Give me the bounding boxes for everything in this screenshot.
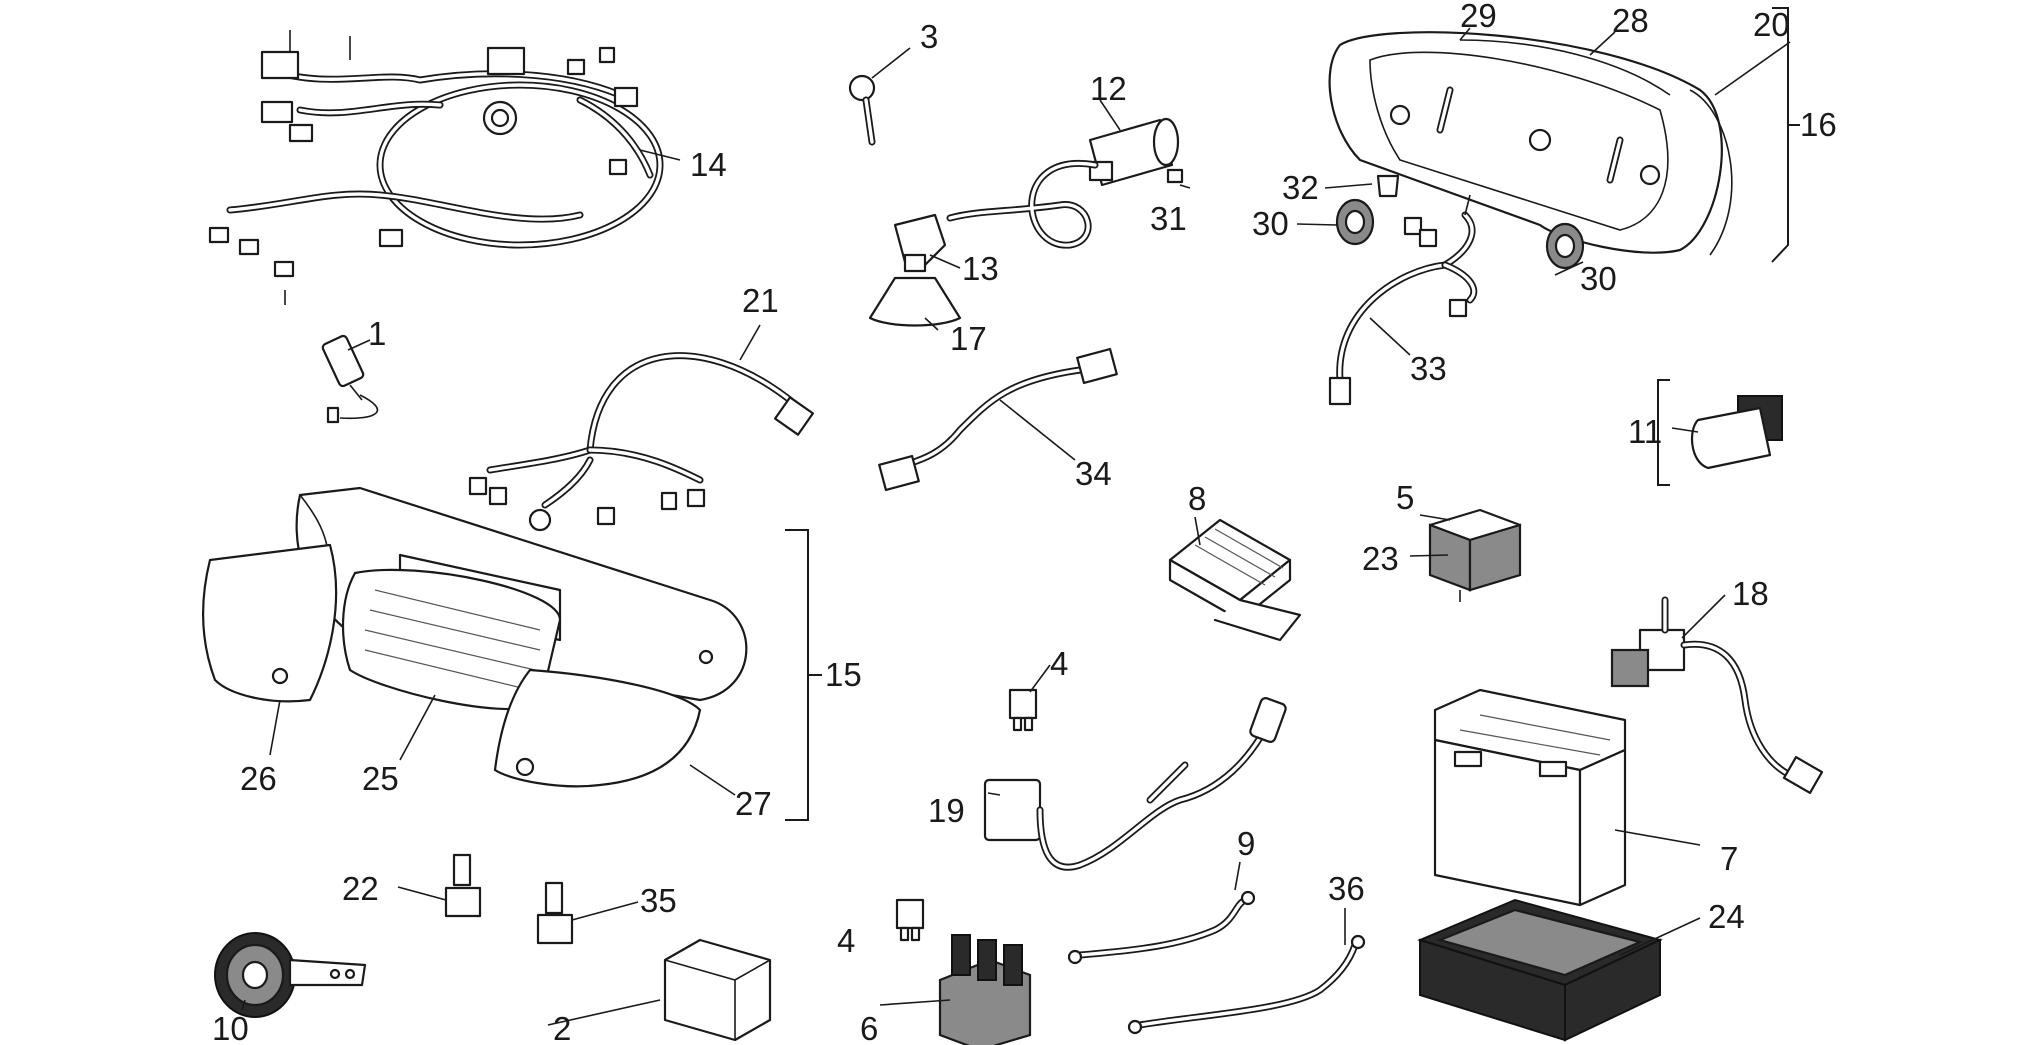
callout-25: 25 [362, 760, 399, 797]
callout-10: 10 [212, 1010, 249, 1045]
callout-15: 15 [825, 656, 862, 693]
callout-33: 33 [1410, 350, 1447, 387]
callout-27: 27 [735, 785, 772, 822]
part-12-ignition-coil [946, 117, 1184, 249]
callout-34: 34 [1075, 455, 1112, 492]
part-36-cable [1127, 934, 1366, 1035]
part-15-headlight-assembly [201, 486, 748, 788]
callout-6: 6 [860, 1010, 878, 1045]
bracket-16 [1771, 7, 1800, 263]
part-4-fuse-upper [1008, 688, 1038, 732]
callout-22: 22 [342, 870, 379, 907]
callout-4-lower: 4 [837, 922, 855, 959]
part-14-main-wiring-harness [208, 30, 664, 305]
callout-31: 31 [1150, 200, 1187, 237]
part-23-relay-holder [1428, 523, 1522, 602]
leader-lines [241, 27, 1791, 1026]
callout-28: 28 [1612, 2, 1649, 39]
part-9-cable [1067, 890, 1256, 965]
part-22-flasher-relay [444, 853, 482, 918]
callout-18: 18 [1732, 575, 1769, 612]
callout-5: 5 [1396, 479, 1414, 516]
callout-8: 8 [1188, 480, 1206, 517]
part-16-taillight-assembly [1328, 31, 1733, 256]
callout-17: 17 [950, 320, 987, 357]
callout-1: 1 [368, 315, 386, 352]
part-30-bulb-socket-left [1335, 198, 1375, 246]
part-24-battery-tray [1417, 898, 1663, 1042]
part-11-switch [1691, 395, 1783, 470]
part-3-eye-bolt [848, 74, 876, 146]
callout-7: 7 [1720, 840, 1738, 877]
callout-19: 19 [928, 792, 965, 829]
part-4-fuse-lower [895, 898, 925, 942]
callout-4-upper: 4 [1050, 645, 1068, 682]
part-35-relay [536, 881, 574, 945]
callout-13: 13 [962, 250, 999, 287]
callout-35: 35 [640, 882, 677, 919]
part-30-bulb-socket-right [1545, 222, 1585, 270]
callout-16: 16 [1800, 106, 1837, 143]
callout-23: 23 [1362, 540, 1399, 577]
callout-24: 24 [1708, 898, 1745, 935]
callout-26: 26 [240, 760, 277, 797]
callout-14: 14 [690, 146, 727, 183]
part-34-connector-cable [878, 347, 1118, 492]
callout-11: 11 [1628, 413, 1662, 450]
part-33-taillight-harness [1328, 194, 1478, 406]
callout-32: 32 [1282, 169, 1319, 206]
part-6-fuse-box [938, 934, 1032, 1045]
callouts: 1 2 3 4 4 5 6 7 8 9 10 11 12 13 14 15 16… [212, 0, 1837, 1045]
part-1-sensor [321, 334, 379, 424]
callout-3: 3 [920, 18, 938, 55]
part-17-rubber-boot [868, 276, 962, 327]
callout-20: 20 [1753, 6, 1790, 43]
callout-12: 12 [1090, 70, 1127, 107]
callout-30-left: 30 [1252, 205, 1289, 242]
callout-36: 36 [1328, 870, 1365, 907]
callout-30-right: 30 [1580, 260, 1617, 297]
part-13-spark-plug-cap [893, 213, 947, 273]
bracket-15 [785, 529, 822, 821]
part-7-battery [1433, 688, 1627, 907]
part-8-voltage-regulator [1168, 518, 1302, 642]
callout-29: 29 [1460, 0, 1497, 34]
bracket-11 [1657, 379, 1670, 486]
part-32-bulb [1376, 174, 1400, 198]
callout-9: 9 [1237, 825, 1255, 862]
part-18-sensor-cable [1610, 596, 1824, 794]
part-21-sub-harness [468, 352, 815, 532]
part-19-fuse-holder [983, 697, 1287, 871]
callout-2: 2 [553, 1010, 571, 1045]
callout-21: 21 [742, 282, 779, 319]
part-10-horn [214, 932, 367, 1018]
part-2-relay-block [663, 938, 772, 1042]
